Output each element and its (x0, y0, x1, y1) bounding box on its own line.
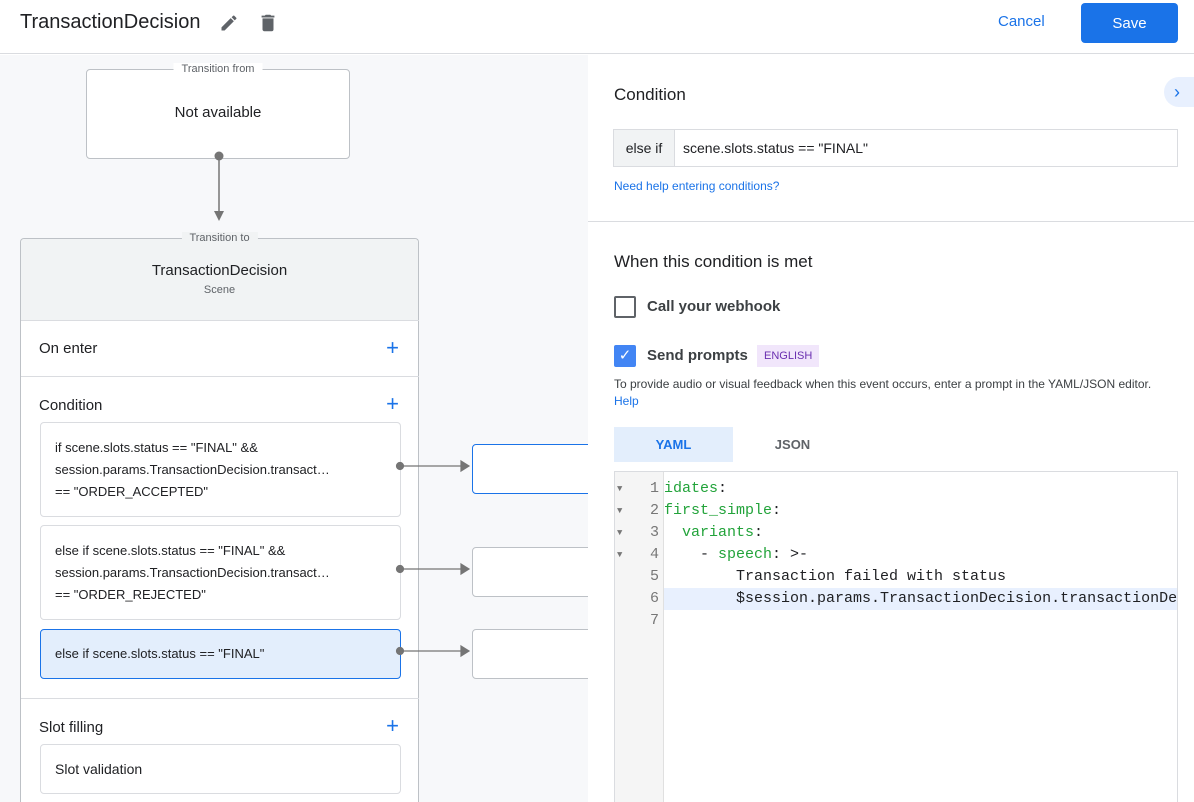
condition-prefix: else if (614, 130, 675, 166)
scene-type: Scene (203, 284, 236, 296)
transition-arrow (214, 151, 224, 221)
line-number: 2 (649, 502, 659, 519)
scene-name: TransactionDecision (151, 262, 288, 279)
cancel-button[interactable]: Cancel (990, 11, 1053, 32)
fold-arrow-icon[interactable]: ▼ (617, 550, 623, 560)
transition-from-label: Transition from (173, 63, 263, 75)
transition-to-label: Transition to (181, 232, 258, 244)
code-line: ▼4 - speech: >- (615, 544, 1177, 566)
condition-item-selected[interactable]: else if scene.slots.status == "FINAL" (40, 629, 401, 679)
slot-filling-section: Slot filling + (21, 698, 419, 802)
code-line: 6 $session.params.TransactionDecision.tr… (650, 588, 1177, 610)
condition-connectors (395, 459, 471, 658)
condition-item[interactable]: if scene.slots.status == "FINAL" &&sessi… (40, 422, 401, 517)
tab-yaml[interactable]: YAML (614, 427, 733, 462)
editor-gutter (615, 472, 664, 802)
add-on-enter-icon[interactable]: + (386, 335, 399, 360)
webhook-checkbox[interactable] (614, 296, 636, 318)
line-number: 3 (649, 524, 659, 541)
line-number: 5 (649, 568, 659, 585)
scene-box: Transition to TransactionDecision Scene … (20, 232, 419, 802)
line-number: 1 (649, 480, 659, 497)
scene-title: TransactionDecision (20, 11, 201, 33)
line-number: 4 (649, 546, 659, 563)
add-slot-icon[interactable]: + (386, 713, 399, 738)
slot-filling-label: Slot filling (39, 719, 104, 736)
prompts-checkbox-checked[interactable]: ✓ (614, 345, 636, 367)
line-number: 6 (649, 590, 659, 607)
help-link[interactable]: Help (614, 394, 639, 408)
scene-header[interactable]: Transition to TransactionDecision Scene (21, 232, 418, 320)
on-enter-section[interactable]: On enter + (21, 320, 419, 376)
met-title: When this condition is met (614, 252, 813, 271)
save-button[interactable]: Save (1081, 3, 1178, 43)
target-node[interactable] (472, 444, 588, 494)
condition-field[interactable]: else if scene.slots.status == "FINAL" (613, 129, 1178, 167)
condition-title: Condition (614, 85, 686, 104)
header: TransactionDecision Cancel Save (0, 0, 1194, 54)
collapse-panel-chevron-icon[interactable]: › (1164, 77, 1194, 107)
target-node[interactable] (472, 547, 588, 597)
slot-validation-item[interactable]: Slot validation (40, 744, 401, 794)
line-number: 7 (649, 612, 659, 629)
fold-arrow-icon[interactable]: ▼ (617, 528, 623, 538)
condition-item[interactable]: else if scene.slots.status == "FINAL" &&… (40, 525, 401, 620)
delete-icon[interactable] (257, 11, 279, 35)
fold-arrow-icon[interactable]: ▼ (617, 484, 623, 494)
condition-panel: › Condition else if scene.slots.status =… (588, 55, 1194, 802)
flow-canvas[interactable]: Transition from Not available Transition… (0, 55, 588, 802)
fold-arrow-icon[interactable]: ▼ (617, 506, 623, 516)
condition-input[interactable]: scene.slots.status == "FINAL" (683, 140, 869, 156)
help-conditions-link[interactable]: Need help entering conditions? (614, 179, 780, 193)
on-enter-label: On enter (39, 340, 98, 357)
target-node[interactable] (472, 629, 588, 679)
transition-from-box: Transition from Not available (86, 63, 350, 159)
code-line: 5 Transaction failed with status (615, 566, 1177, 588)
condition-section: Condition + (21, 376, 419, 698)
prompts-label: Send prompts (647, 347, 748, 364)
webhook-label: Call your webhook (647, 298, 781, 315)
transition-from-value: Not available (174, 104, 262, 121)
divider (588, 221, 1194, 222)
add-condition-icon[interactable]: + (386, 391, 399, 416)
code-line: ▼3 variants: (615, 522, 1177, 544)
language-badge: ENGLISH (757, 345, 820, 367)
condition-label: Condition (39, 397, 103, 414)
code-line: 7 (615, 610, 1177, 632)
prompt-description: To provide audio or visual feedback when… (614, 377, 1152, 408)
tab-json[interactable]: JSON (774, 437, 811, 452)
edit-icon[interactable] (219, 13, 239, 33)
